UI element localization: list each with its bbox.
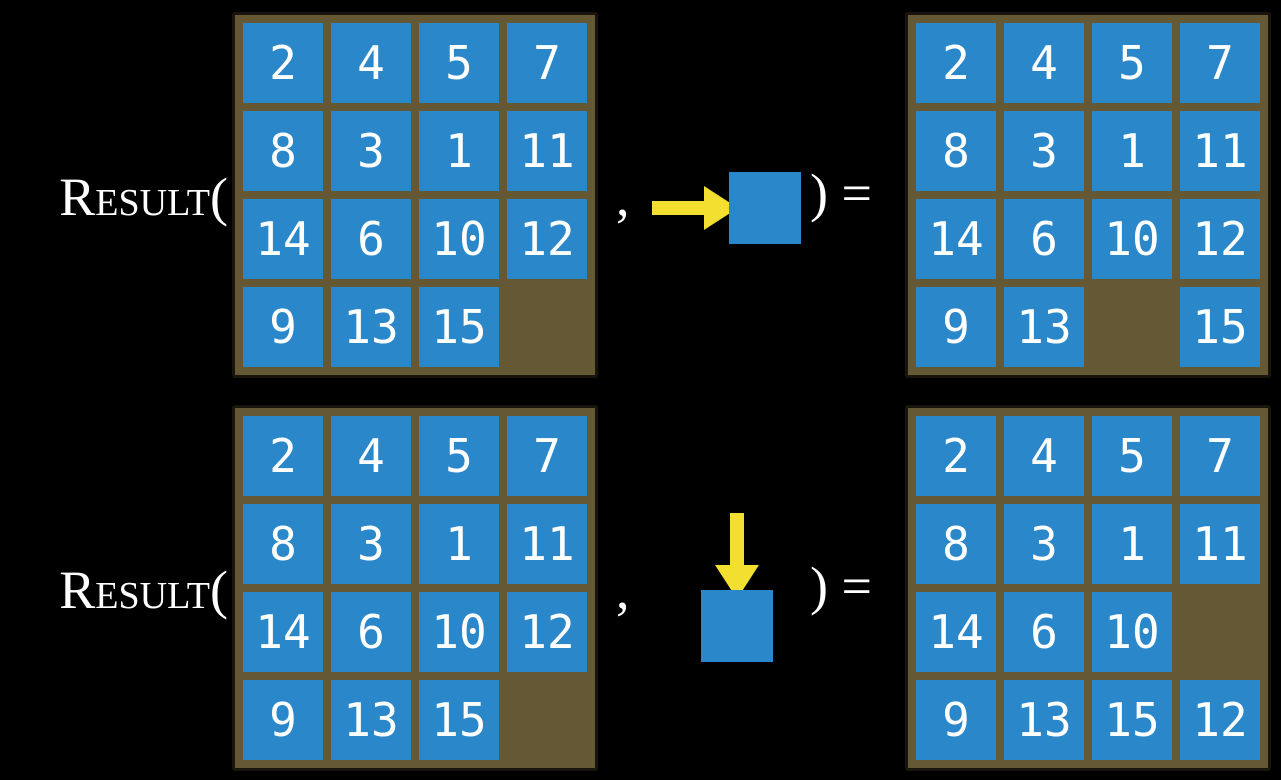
puzzle-tile-8: 8: [916, 111, 996, 191]
puzzle-tile-6: 6: [1004, 592, 1084, 672]
puzzle-tile-8: 8: [916, 504, 996, 584]
puzzle-tile-15: 15: [419, 287, 499, 367]
puzzle-tile-13: 13: [1004, 680, 1084, 760]
puzzle-tile-13: 13: [331, 287, 411, 367]
puzzle-tile-2: 2: [243, 416, 323, 496]
puzzle-tile-3: 3: [1004, 111, 1084, 191]
puzzle-tile-3: 3: [331, 504, 411, 584]
action-blank-square: [701, 590, 773, 662]
puzzle-tile-1: 1: [1092, 111, 1172, 191]
puzzle-tile-12: 12: [507, 199, 587, 279]
puzzle-tile-1: 1: [1092, 504, 1172, 584]
blank-cell: [507, 287, 587, 367]
blank-cell: [1092, 287, 1172, 367]
puzzle-tile-5: 5: [1092, 23, 1172, 103]
puzzle-tile-3: 3: [331, 111, 411, 191]
puzzle-tile-4: 4: [331, 23, 411, 103]
blank-cell: [507, 680, 587, 760]
puzzle-tile-10: 10: [419, 199, 499, 279]
puzzle-tile-2: 2: [243, 23, 323, 103]
action-blank-square: [729, 172, 801, 244]
puzzle-tile-10: 10: [419, 592, 499, 672]
right-arrow-icon: [652, 186, 738, 230]
puzzle-tile-5: 5: [1092, 416, 1172, 496]
puzzle-tile-11: 11: [507, 504, 587, 584]
puzzle-tile-6: 6: [1004, 199, 1084, 279]
puzzle-tile-9: 9: [243, 287, 323, 367]
comma-separator: ,: [616, 167, 630, 227]
puzzle-tile-10: 10: [1092, 592, 1172, 672]
puzzle-tile-15: 15: [1092, 680, 1172, 760]
comma-separator: ,: [616, 560, 630, 620]
result-function-label: Result(: [59, 560, 228, 620]
puzzle-tile-13: 13: [331, 680, 411, 760]
puzzle-tile-4: 4: [331, 416, 411, 496]
blank-cell: [1180, 592, 1260, 672]
puzzle-tile-2: 2: [916, 416, 996, 496]
puzzle-tile-12: 12: [1180, 199, 1260, 279]
puzzle-tile-8: 8: [243, 111, 323, 191]
puzzle-tile-15: 15: [419, 680, 499, 760]
puzzle-tile-12: 12: [1180, 680, 1260, 760]
puzzle-tile-6: 6: [331, 592, 411, 672]
puzzle-tile-9: 9: [916, 680, 996, 760]
puzzle-tile-3: 3: [1004, 504, 1084, 584]
puzzle-tile-11: 11: [507, 111, 587, 191]
puzzle-tile-14: 14: [243, 199, 323, 279]
puzzle-tile-4: 4: [1004, 416, 1084, 496]
close-paren-equals: ) =: [810, 163, 872, 223]
puzzle-tile-7: 7: [507, 416, 587, 496]
puzzle-tile-7: 7: [1180, 416, 1260, 496]
puzzle-tile-13: 13: [1004, 287, 1084, 367]
puzzle-tile-14: 14: [916, 199, 996, 279]
action-move-down: [701, 513, 773, 662]
puzzle-tile-6: 6: [331, 199, 411, 279]
puzzle-tile-4: 4: [1004, 23, 1084, 103]
puzzle-tile-11: 11: [1180, 111, 1260, 191]
action-move-right: [652, 172, 801, 244]
puzzle-tile-11: 11: [1180, 504, 1260, 584]
puzzle-tile-7: 7: [507, 23, 587, 103]
puzzle-tile-1: 1: [419, 111, 499, 191]
close-paren-equals: ) =: [810, 556, 872, 616]
puzzle-tile-9: 9: [243, 680, 323, 760]
puzzle-tile-12: 12: [507, 592, 587, 672]
puzzle-tile-14: 14: [916, 592, 996, 672]
puzzle-tile-14: 14: [243, 592, 323, 672]
puzzle-tile-1: 1: [419, 504, 499, 584]
puzzle-tile-7: 7: [1180, 23, 1260, 103]
puzzle-tile-5: 5: [419, 23, 499, 103]
puzzle-tile-15: 15: [1180, 287, 1260, 367]
puzzle-tile-9: 9: [916, 287, 996, 367]
puzzle-tile-5: 5: [419, 416, 499, 496]
puzzle-tile-10: 10: [1092, 199, 1172, 279]
puzzle-tile-8: 8: [243, 504, 323, 584]
puzzle-tile-2: 2: [916, 23, 996, 103]
result-function-label: Result(: [59, 167, 228, 227]
down-arrow-icon: [715, 513, 759, 599]
